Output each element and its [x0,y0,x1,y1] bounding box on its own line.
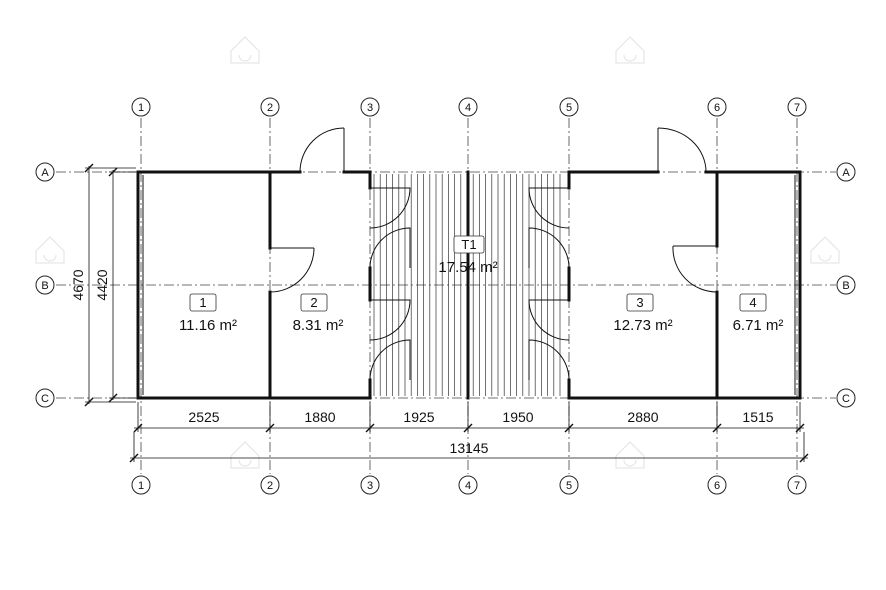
room-tag-T1: T1 17.54 m² [438,235,498,276]
svg-text:7: 7 [794,102,800,114]
grid-bubble-B-right: B [836,275,856,295]
grid-bubble-1-bottom: 1 [131,475,151,495]
svg-text:4: 4 [465,102,471,114]
svg-text:C: C [842,393,850,405]
svg-text:1: 1 [199,295,206,310]
grid-bubble-C-right: C [836,388,856,408]
grid-bubble-2-top: 2 [260,97,280,117]
svg-text:6.71 m²: 6.71 m² [733,317,784,334]
svg-text:T1: T1 [461,237,476,252]
grid-bubbles-top: 1 2 3 4 5 6 7 [131,97,807,117]
svg-text:A: A [41,167,49,179]
svg-text:B: B [41,280,48,292]
svg-text:7: 7 [794,480,800,492]
dim-span-4-5: 1950 [502,409,533,425]
svg-text:13145: 13145 [450,440,489,456]
svg-text:4: 4 [749,295,756,310]
svg-text:12.73 m²: 12.73 m² [613,317,672,334]
dim-span-3-4: 1925 [403,409,434,425]
svg-text:11.16 m²: 11.16 m² [179,317,237,334]
svg-text:8.31 m²: 8.31 m² [293,317,344,334]
svg-text:3: 3 [367,102,373,114]
svg-text:4: 4 [465,480,471,492]
grid-bubbles-left: A B C [35,162,55,408]
svg-text:6: 6 [714,480,720,492]
room-tag-2: 2 8.31 m² [293,293,344,334]
svg-text:2: 2 [267,102,273,114]
grid-bubble-2-bottom: 2 [260,475,280,495]
svg-text:1: 1 [138,480,144,492]
grid-bubble-4-bottom: 4 [458,475,478,495]
grid-bubble-1-top: 1 [131,97,151,117]
grid-bubbles-bottom: 1 2 3 4 5 6 7 [131,475,807,495]
grid-bubble-5-bottom: 5 [559,475,579,495]
svg-text:5: 5 [566,480,572,492]
grid-bubble-6-top: 6 [707,97,727,117]
svg-text:1: 1 [138,102,144,114]
svg-text:B: B [842,280,849,292]
svg-text:2: 2 [310,295,317,310]
svg-text:A: A [842,167,850,179]
grid-bubble-B-left: B [35,275,55,295]
grid-bubble-C-left: C [35,388,55,408]
room-tag-3: 3 12.73 m² [613,293,673,334]
svg-text:C: C [41,393,49,405]
dim-span-1-2: 2525 [188,409,219,425]
dim-span-5-6: 2880 [627,409,658,425]
dimension-chain-spans: 2525 1880 1925 1950 2880 1515 [133,402,805,433]
grid-bubble-3-top: 3 [360,97,380,117]
grid-bubble-A-right: A [836,162,856,182]
grid-bubble-3-bottom: 3 [360,475,380,495]
horizontal-grid-lines [56,171,836,399]
svg-text:3: 3 [636,295,643,310]
dim-span-2-3: 1880 [304,409,335,425]
dim-span-6-7: 1515 [742,409,773,425]
svg-text:17.54 m²: 17.54 m² [438,259,497,276]
dimension-overall: 13145 [129,432,809,463]
grid-bubble-6-bottom: 6 [707,475,727,495]
svg-text:2: 2 [267,480,273,492]
doors [269,127,718,381]
grid-bubble-7-bottom: 7 [787,475,807,495]
grid-bubble-A-left: A [35,162,55,182]
dim-depth-outer: 4670 [70,269,86,300]
svg-text:3: 3 [367,480,373,492]
watermark-logos [35,36,840,469]
grid-bubbles-right: A B C [836,162,856,408]
room-tag-1: 1 11.16 m² [179,293,237,334]
grid-bubble-4-top: 4 [458,97,478,117]
grid-bubble-7-top: 7 [787,97,807,117]
dim-depth-inner: 4420 [94,269,110,300]
dimension-depth: 4670 4420 [70,163,136,407]
svg-text:6: 6 [714,102,720,114]
grid-bubble-5-top: 5 [559,97,579,117]
walls [136,170,802,400]
svg-text:5: 5 [566,102,572,114]
room-tag-4: 4 6.71 m² [733,293,784,334]
